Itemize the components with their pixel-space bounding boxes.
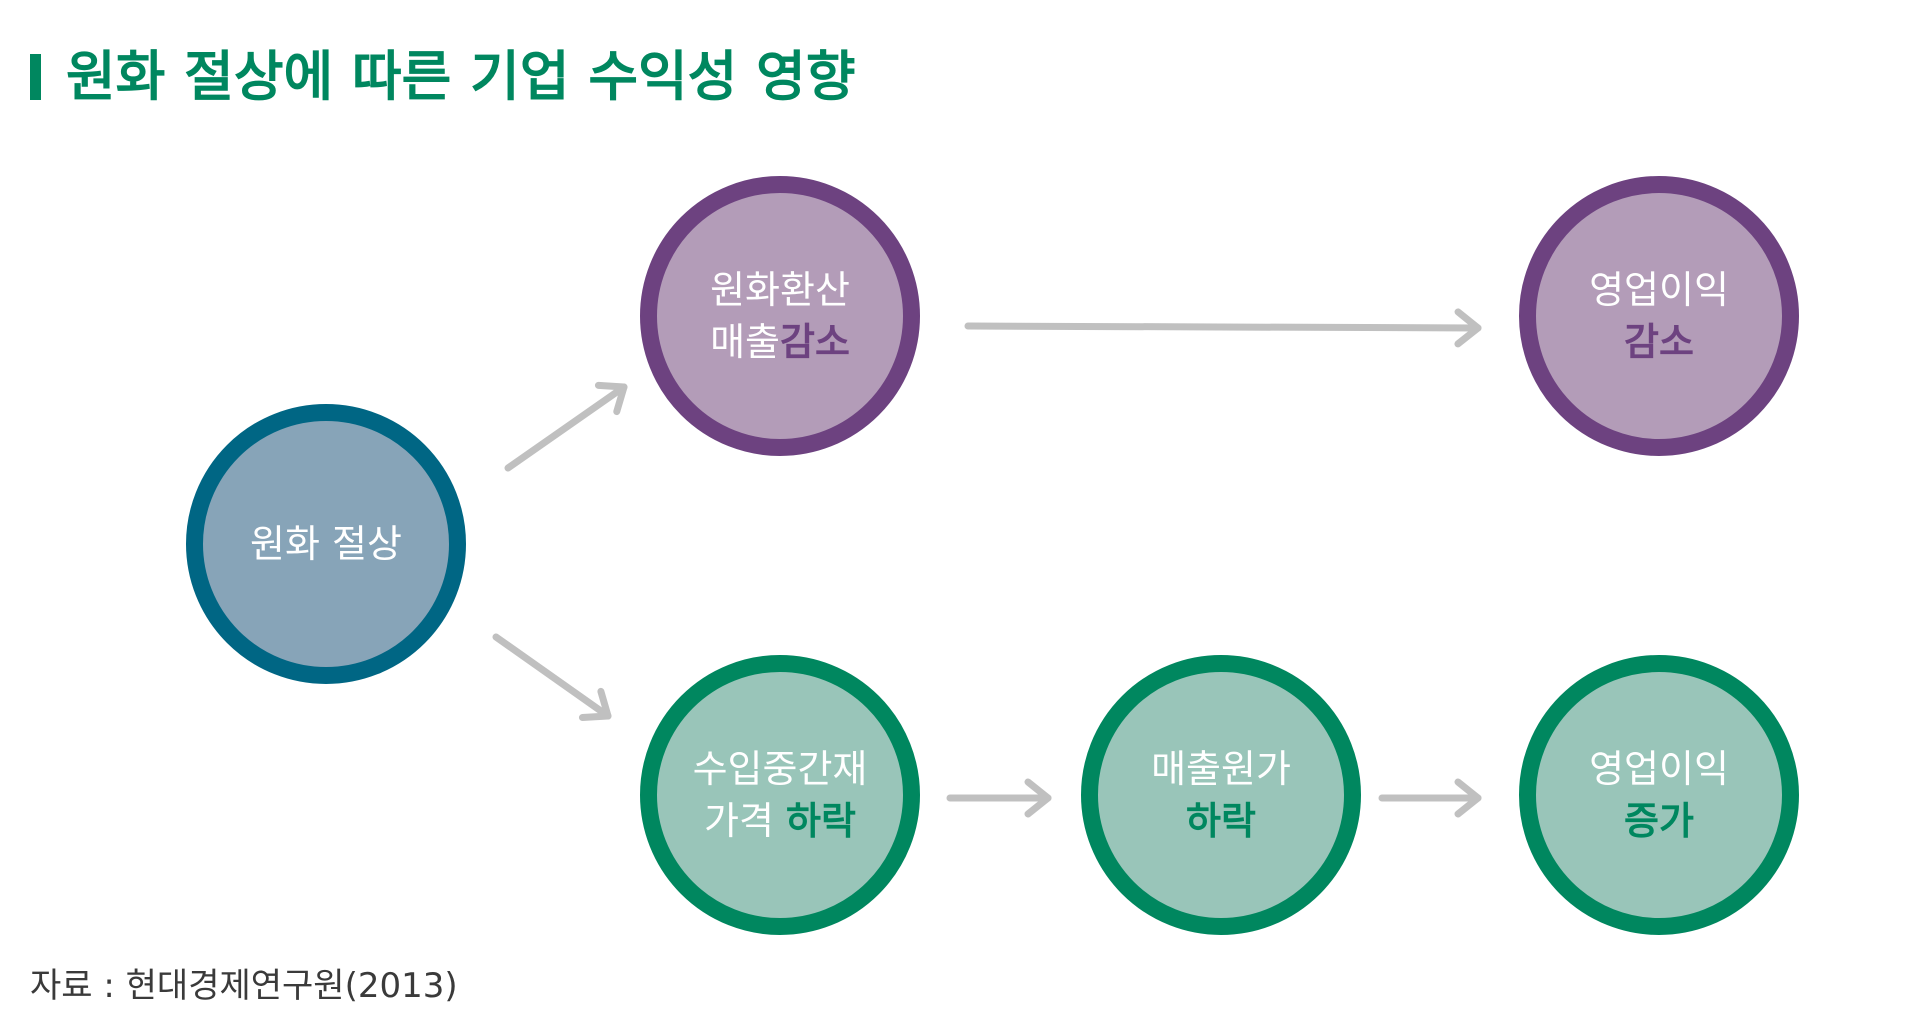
arrow-appreciation-to-import-price [492, 633, 612, 722]
node-import-price-emphasis: 하락 [786, 799, 856, 843]
node-converted-sales-decrease: 원화환산 매출감소 [640, 176, 920, 456]
node-won-appreciation-label: 원화 절상 [250, 522, 402, 566]
node-operating-profit-increase: 영업이익 증가 [1519, 655, 1799, 935]
node-import-price-decline: 수입중간재 가격 하락 [640, 655, 920, 935]
node-converted-sales-line2: 매출감소 [710, 316, 850, 368]
node-profit-increase-line1: 영업이익 [1589, 747, 1729, 791]
node-profit-decrease-line1: 영업이익 [1589, 268, 1729, 312]
arrow-sales-to-profit-decrease [964, 308, 1482, 348]
node-profit-increase-emphasis: 증가 [1624, 799, 1694, 843]
node-converted-sales-emphasis: 감소 [780, 320, 850, 364]
arrow-appreciation-to-sales [504, 381, 628, 472]
node-cost-of-sales-emphasis: 하락 [1186, 799, 1256, 843]
node-profit-decrease-emphasis: 감소 [1624, 320, 1694, 364]
node-won-appreciation: 원화 절상 [186, 404, 466, 684]
source-note: 자료 : 현대경제연구원(2013) [30, 966, 458, 1006]
node-cost-of-sales-line1: 매출원가 [1151, 747, 1291, 791]
title-accent-bar [30, 54, 41, 100]
node-import-price-plain: 가격 [704, 799, 787, 843]
page-title: 원화 절상에 따른 기업 수익성 영향 [66, 45, 856, 108]
node-import-price-line2: 가격 하락 [704, 795, 856, 847]
node-converted-sales-line1: 원화환산 [710, 268, 850, 312]
node-import-price-line1: 수입중간재 [692, 747, 868, 791]
node-cost-of-sales-decline: 매출원가 하락 [1081, 655, 1361, 935]
node-operating-profit-decrease: 영업이익 감소 [1519, 176, 1799, 456]
node-converted-sales-plain: 매출 [710, 320, 780, 364]
